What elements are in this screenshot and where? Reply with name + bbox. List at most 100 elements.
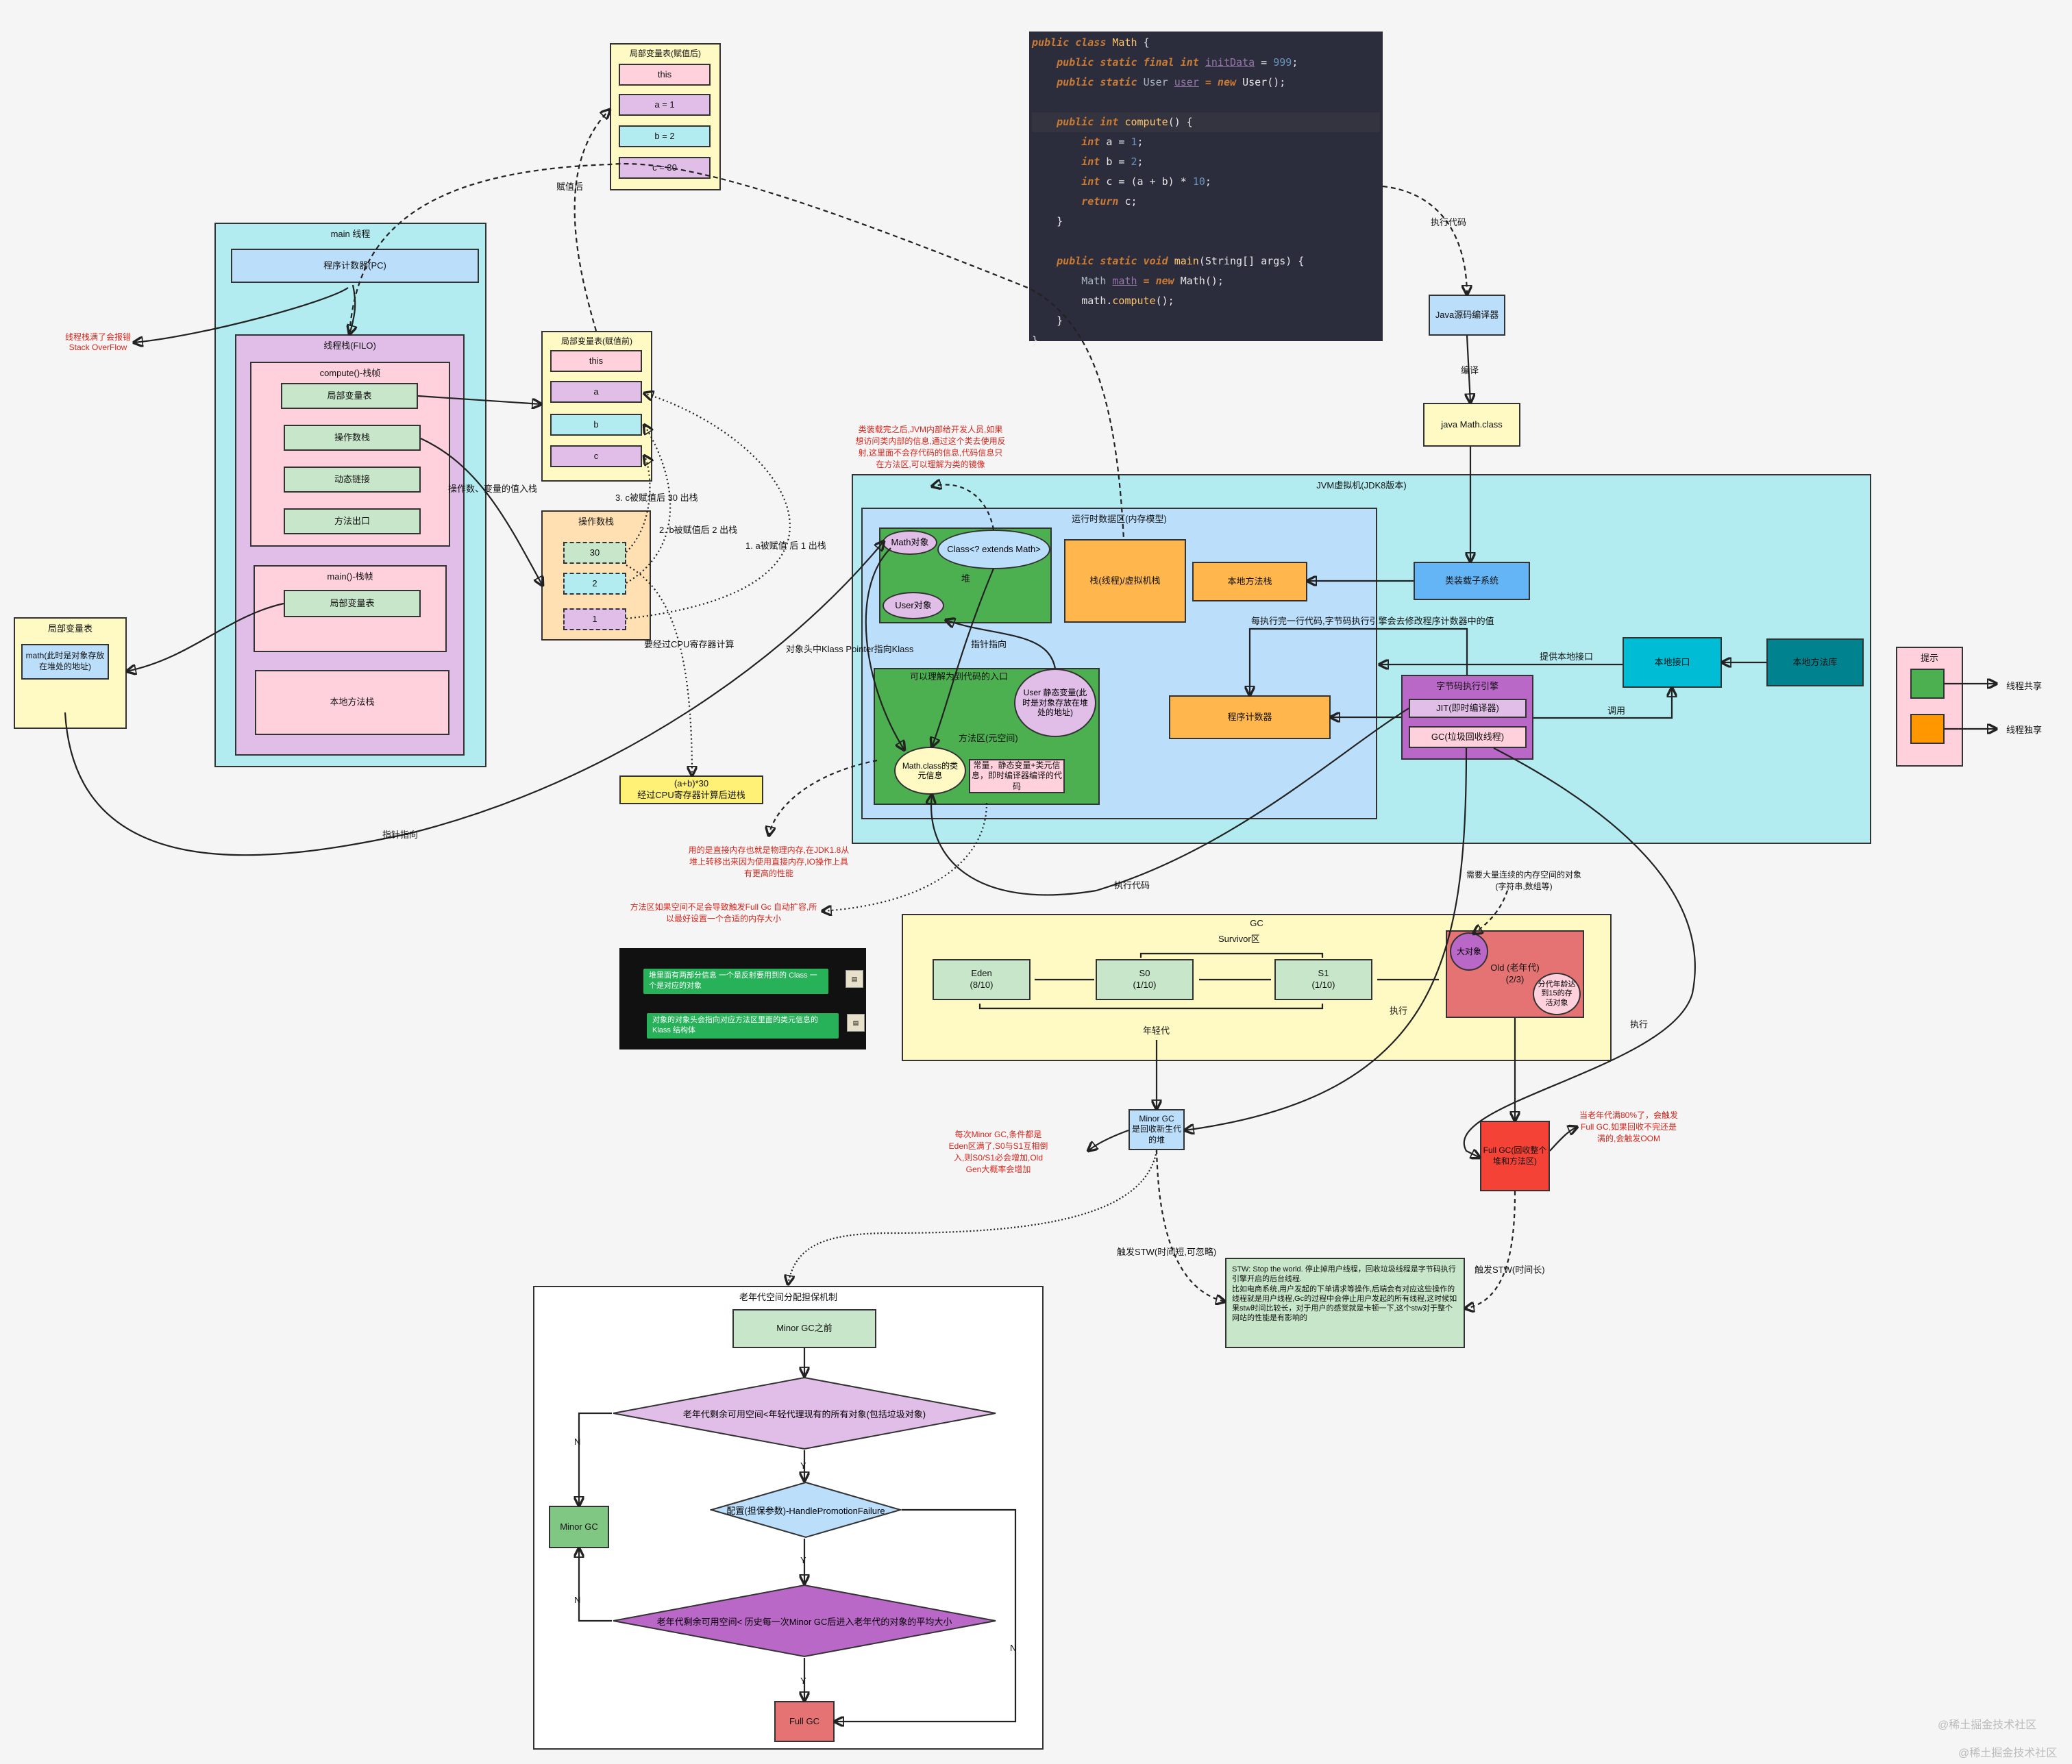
tips-region: 提示	[1896, 647, 1963, 767]
math-reference-cell: math(此时是对象存放在堆处的地址)	[21, 644, 109, 680]
operand-stack-box: 操作数栈	[284, 425, 421, 451]
wire-full-note	[1549, 1127, 1577, 1152]
lvt-after-a: a = 1	[619, 94, 711, 116]
lvt-before-title: 局部变量表(赋值前)	[561, 336, 632, 346]
flow-n-label-3: N	[1010, 1643, 1017, 1653]
operand-1: 1	[563, 608, 626, 630]
before-minor-gc-box: Minor GC之前	[732, 1309, 876, 1348]
handle-promotion-text: 配置(担保参数)-HandlePromotionFailure	[726, 1505, 885, 1516]
wire-before-to-after	[574, 110, 610, 332]
jit-box: JIT(即时编译器)	[1409, 699, 1527, 718]
math-object-node: Math对象	[883, 530, 937, 555]
s0-box: S0 (1/10)	[1096, 959, 1194, 1000]
aged-objects-node: 分代年龄达到15的存活对象	[1533, 973, 1581, 1015]
exec-label-1: 执行	[1390, 1006, 1408, 1016]
wire-code-to-compiler	[1382, 185, 1467, 295]
stw-long-label: 触发STW(时间长)	[1475, 1265, 1545, 1275]
method-exit-box: 方法出口	[284, 508, 421, 534]
dark-note-1: 堆里面有两部分信息 一个是反射要用到的 Class 一个是对应的对象	[643, 969, 828, 994]
lvt-before-a: a	[550, 381, 642, 403]
lvt-after-title: 局部变量表(赋值后)	[630, 49, 701, 58]
need-cpu-label: 要经过CPU寄存器计算	[644, 639, 735, 649]
full-gc-box: Full GC(回收整个堆和方法区)	[1480, 1121, 1550, 1191]
note-image-icon: ▤	[847, 1014, 865, 1032]
class-extends-math-node: Class<? extends Math>	[937, 530, 1050, 569]
dynamic-link-box: 动态链接	[284, 467, 421, 493]
code-panel: public class Math { public static final …	[1029, 32, 1383, 347]
vm-stack-box: 栈(线程)/虚拟机栈	[1064, 539, 1186, 623]
dark-note-2: 对象的对象头会指向对应方法区里面的类元信息的 Klass 结构体	[647, 1013, 839, 1039]
handle-promotion-decision: 配置(担保参数)-HandlePromotionFailure	[710, 1481, 902, 1539]
native-library-box: 本地方法库	[1766, 638, 1864, 686]
reflection-note: 类装载完之后,JVM内部给开发人员,如果想访问类内部的信息,通过这个类去使用反射…	[855, 425, 1006, 469]
main-local-variable-table-box: 局部变量表	[284, 590, 421, 617]
assigned-label: 赋值后	[556, 182, 584, 192]
flow-y-label-1: Y	[800, 1461, 806, 1471]
push-stack-label: 操作数、变量的值入栈	[448, 484, 538, 494]
program-counter-jvm-box: 程序计数器	[1169, 695, 1331, 739]
big-object-node: 大对象	[1450, 932, 1488, 971]
lvt-after-c: c = 30	[619, 157, 711, 179]
flowchart-full-gc-box: Full GC	[774, 1701, 835, 1742]
execution-engine-title: 字节码执行引擎	[1435, 681, 1498, 691]
native-stack-box-jvm: 本地方法栈	[1192, 562, 1307, 601]
c-pop-label: 3. c被赋值后 30 出栈	[615, 493, 698, 503]
eden-box: Eden (8/10)	[933, 959, 1031, 1000]
class-loader-box: 类装载子系统	[1414, 562, 1530, 600]
wire-minor-note	[1088, 1129, 1129, 1151]
minor-gc-box: Minor GC 是回收新生代的堆	[1128, 1109, 1185, 1150]
klass-pointer-label: 对象头中Klass Pointer指向Klass	[786, 644, 914, 654]
survivor-label: Survivor区	[1218, 934, 1260, 944]
direct-memory-note: 用的是直接内存也就是物理内存,在JDK1.8从堆上转移出来因为使用直接内存,IO…	[688, 845, 850, 878]
avg-promotion-text: 老年代剩余可用空间< 历史每一次Minor GC后进入老年代的对象的平均大小	[656, 1616, 952, 1627]
program-counter-box: 程序计数器(PC)	[231, 249, 479, 283]
user-object-node: User对象	[883, 592, 944, 619]
young-gen-label: 年轻代	[1143, 1026, 1170, 1036]
cpu-register-box: (a+b)*30 经过CPU寄存器计算后进栈	[619, 775, 763, 804]
compile-label: 编译	[1461, 365, 1479, 375]
exec-code-label: 执行代码	[1431, 217, 1467, 227]
operand-2: 2	[563, 573, 626, 595]
constants-box: 常量，静态变量+类元信息，即时编译器编译的代码	[969, 759, 1065, 793]
minor-gc-note: 每次Minor GC,条件都是Eden区满了,S0与S1互相倒入,则S0/S1必…	[948, 1130, 1048, 1174]
wire-minor-stw	[1155, 1150, 1225, 1302]
main-frame-title: main()-栈帧	[327, 571, 373, 582]
invoke-label: 调用	[1607, 706, 1626, 716]
flow-y-label-2: Y	[800, 1555, 806, 1565]
tip-private-swatch	[1910, 714, 1945, 744]
flow-n-label-2: N	[574, 1595, 581, 1605]
java-compiler-box: Java源码编译器	[1429, 295, 1505, 336]
tip-shared-label: 线程共享	[2006, 681, 2043, 691]
s1-box: S1 (1/10)	[1274, 959, 1372, 1000]
provide-native-label: 提供本地接口	[1540, 651, 1594, 662]
b-pop-label: 2. b被赋值后 2 出栈	[659, 525, 738, 535]
gc-thread-box: GC(垃圾回收线程)	[1409, 726, 1527, 748]
user-static-node: User 静态变量(此时是对象存放在堆处的地址)	[1014, 669, 1096, 737]
jvm-title: JVM虚拟机(JDK8版本)	[1316, 480, 1407, 490]
exec-code-label-2: 执行代码	[1114, 880, 1150, 891]
avg-promotion-decision: 老年代剩余可用空间< 历史每一次Minor GC后进入老年代的对象的平均大小	[612, 1584, 997, 1658]
runtime-data-area-title: 运行时数据区(内存模型)	[1072, 514, 1167, 524]
method-area-title: 方法区(元空间)	[959, 733, 1018, 743]
lvt-after-this: this	[619, 64, 711, 86]
native-interface-box: 本地接口	[1623, 637, 1722, 688]
stw-short-label: 触发STW(时间短,可忽略)	[1117, 1247, 1217, 1257]
tips-title: 提示	[1920, 653, 1938, 663]
lvt-after-b: b = 2	[619, 125, 711, 147]
left-lvt-title: 局部变量表	[47, 623, 92, 634]
stw-note-box: STW: Stop the world. 停止掉用户线程，回收垃圾线程是字节码执…	[1225, 1258, 1465, 1348]
flow-n-label-1: N	[574, 1437, 581, 1447]
local-variable-table-box: 局部变量表	[281, 383, 418, 409]
wire-full-stw	[1465, 1191, 1516, 1308]
pointer-label-1: 指针指向	[382, 830, 419, 840]
exec-label-2: 执行	[1630, 1019, 1649, 1030]
math-class-meta-node: Math.class的类元信息	[894, 747, 966, 795]
thread-stack-title: 线程栈(FILO)	[323, 340, 376, 351]
gc-title: GC	[1250, 918, 1263, 928]
pointer-label-2: 指针指向	[971, 639, 1007, 649]
old-space-check-decision: 老年代剩余可用空间<年轻代理现有的所有对象(包括垃圾对象)	[612, 1376, 997, 1450]
flow-y-label-3: Y	[800, 1676, 806, 1686]
metaspace-note: 方法区如果空间不足会导致触发Full Gc 自动扩容,所以最好设置一个合适的内存…	[630, 902, 817, 923]
tip-shared-swatch	[1910, 669, 1945, 699]
compute-frame-title: compute()-栈帧	[319, 368, 381, 378]
